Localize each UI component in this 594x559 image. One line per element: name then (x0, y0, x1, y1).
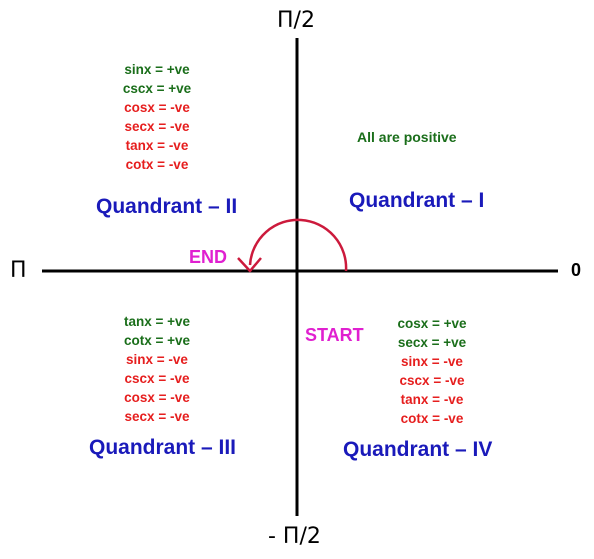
axis-label-top: Π/2 (277, 8, 315, 33)
sign-item: cosx = -ve (124, 390, 190, 405)
quadrant-4-title: Quandrant – IV (343, 438, 493, 461)
arc-arrowhead-icon (237, 257, 262, 273)
axis-label-right: 0 (571, 260, 582, 280)
sign-item: cotx = +ve (123, 333, 191, 348)
sign-item: sinx = -ve (126, 352, 188, 367)
sign-item: cscx = +ve (122, 81, 192, 96)
sign-item: secx = -ve (124, 409, 190, 424)
quadrant-3-title: Quandrant – III (89, 436, 237, 459)
sign-item: cscx = -ve (399, 373, 465, 388)
sign-item: cosx = -ve (124, 100, 190, 115)
q2-sign-list: sinx = +ve cscx = +ve cosx = -ve secx = -ve… (110, 60, 204, 174)
end-label: END (189, 247, 228, 267)
sign-item: tanx = +ve (123, 314, 191, 329)
quadrant-1-title: Quandrant – I (349, 189, 485, 212)
q4-sign-list: cosx = +ve secx = +ve sinx = -ve cscx = -ve… (384, 314, 480, 428)
sign-item: secx = -ve (124, 119, 190, 134)
axis-label-left: Π (10, 258, 27, 283)
sign-item: sinx = -ve (401, 354, 463, 369)
sign-item: cotx = -ve (400, 411, 464, 426)
axis-label-bottom: - Π/2 (268, 524, 321, 549)
sign-item: secx = +ve (397, 335, 467, 350)
rotation-arc (248, 218, 348, 272)
sign-item: tanx = -ve (125, 138, 189, 153)
q1-note: All are positive (357, 129, 457, 145)
sign-item: cotx = -ve (125, 157, 189, 172)
sign-item: tanx = -ve (400, 392, 464, 407)
sign-item: cscx = -ve (124, 371, 190, 386)
start-label: START (305, 325, 364, 345)
sign-item: sinx = +ve (124, 62, 190, 77)
q3-sign-list: tanx = +ve cotx = +ve sinx = -ve cscx = -ve… (109, 312, 205, 426)
quadrant-2-title: Quandrant – II (96, 195, 238, 218)
sign-item: cosx = +ve (397, 316, 467, 331)
